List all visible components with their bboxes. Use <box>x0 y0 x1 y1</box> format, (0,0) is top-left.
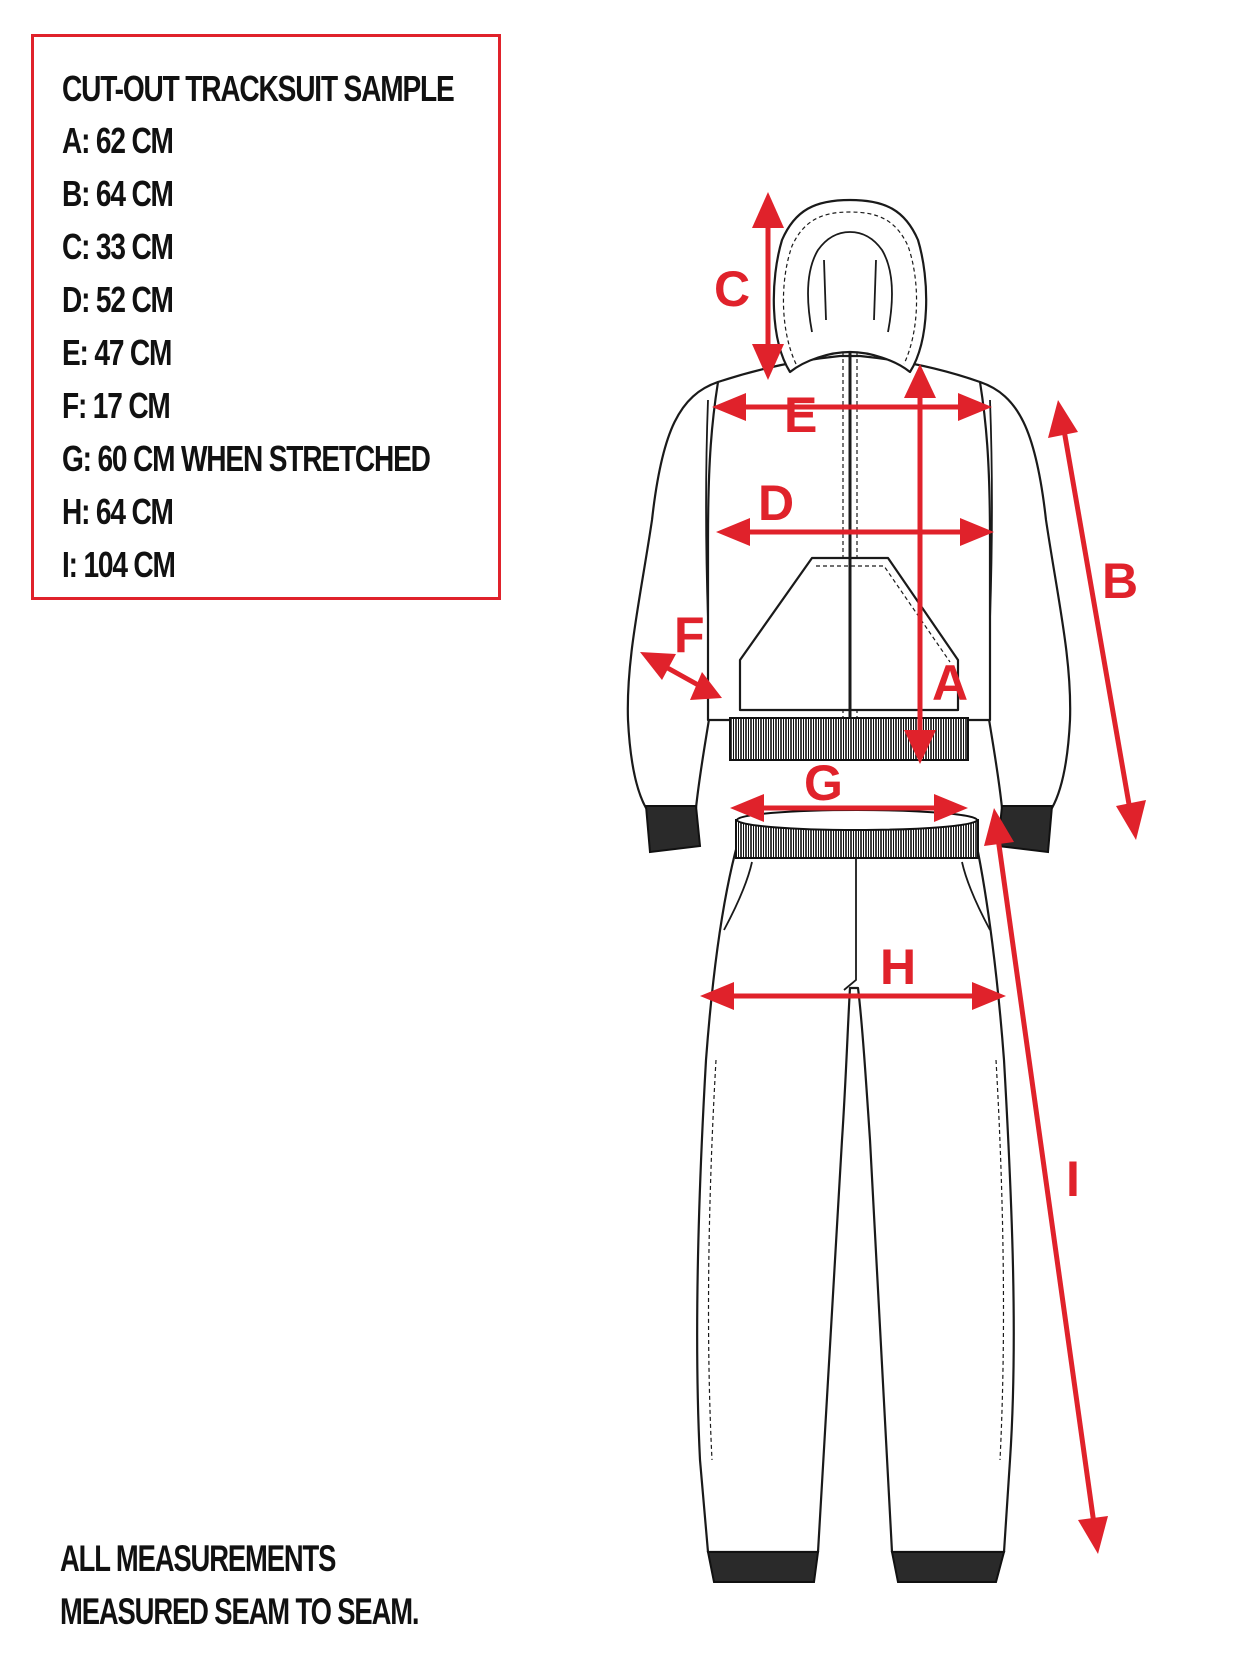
spec-line-d: D: 52 CM <box>62 279 174 320</box>
label-b: B <box>1102 553 1138 609</box>
hood-opening <box>807 231 893 333</box>
label-c: C <box>714 261 750 317</box>
label-a: A <box>932 655 968 711</box>
dimension-g <box>730 794 968 822</box>
hoodie-waistband <box>729 717 969 761</box>
label-e: E <box>784 387 817 443</box>
measurement-spec-box: CUT-OUT TRACKSUIT SAMPLE A: 62 CM B: 64 … <box>31 34 501 600</box>
label-i: I <box>1066 1151 1080 1207</box>
spec-line-i: I: 104 CM <box>62 544 176 585</box>
dimension-h <box>700 982 1006 1010</box>
dimension-i <box>984 808 1108 1554</box>
label-f: F <box>674 607 705 663</box>
dimension-a <box>904 364 936 764</box>
left-cuff <box>644 805 702 854</box>
hood-inner-right <box>873 259 877 321</box>
dimension-f <box>640 652 722 700</box>
right-outseam-stitch <box>995 1059 1005 1461</box>
label-g: G <box>804 755 843 811</box>
spec-line-a: A: 62 CM <box>62 120 174 161</box>
left-pocket <box>723 861 753 931</box>
hood <box>772 198 928 374</box>
label-h: H <box>880 939 916 995</box>
spec-line-e: E: 47 CM <box>62 332 172 373</box>
hoodie <box>626 198 1072 854</box>
dimension-d <box>716 518 994 546</box>
spec-line-g: G: 60 CM WHEN STRETCHED <box>62 438 431 479</box>
right-pocket <box>961 861 991 931</box>
left-leg-cuff <box>706 1551 820 1583</box>
sweatpants <box>696 809 1015 1583</box>
footnote-line-2: MEASURED SEAM TO SEAM. <box>60 1591 420 1632</box>
spec-line-c: C: 33 CM <box>62 226 174 267</box>
right-armhole-seam <box>989 399 993 621</box>
right-leg-cuff <box>890 1551 1006 1583</box>
spec-title: CUT-OUT TRACKSUIT SAMPLE <box>62 68 455 109</box>
front-fly <box>843 858 857 991</box>
dimension-b <box>1048 400 1146 840</box>
dimension-c <box>752 192 784 380</box>
label-d: D <box>758 475 794 531</box>
dimension-e <box>712 393 992 421</box>
pants-body <box>696 840 1015 1554</box>
spec-line-f: F: 17 CM <box>62 385 171 426</box>
hood-inner-left <box>823 259 827 321</box>
spec-line-h: H: 64 CM <box>62 491 174 532</box>
spec-line-b: B: 64 CM <box>62 173 174 214</box>
left-outseam-stitch <box>707 1059 717 1461</box>
footnote-line-1: ALL MEASUREMENTS <box>60 1538 336 1579</box>
hood-stitch <box>782 211 918 365</box>
pocket-stitch <box>816 565 951 663</box>
left-armhole-seam <box>705 399 709 621</box>
